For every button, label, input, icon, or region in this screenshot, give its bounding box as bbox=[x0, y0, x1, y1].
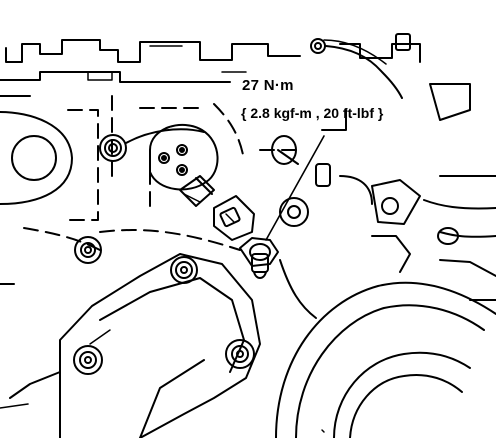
torque-alternate-units-label: { 2.8 kgf-m , 20 ft-lbf } bbox=[241, 105, 384, 121]
stray-marks bbox=[0, 403, 325, 433]
top-sensor bbox=[310, 38, 403, 99]
pivot-bolt bbox=[99, 128, 205, 162]
left-bore bbox=[0, 111, 73, 205]
right-bosses bbox=[271, 83, 496, 245]
left-bosses bbox=[0, 236, 102, 285]
torque-value-label: 27 N·m bbox=[242, 77, 294, 94]
connector-block bbox=[213, 195, 255, 241]
casting-top-edge bbox=[0, 33, 421, 97]
torque-bolt bbox=[239, 135, 325, 279]
pulley-cover bbox=[275, 235, 496, 438]
lower-bracket bbox=[9, 253, 261, 438]
sensor-bracket bbox=[149, 123, 219, 207]
